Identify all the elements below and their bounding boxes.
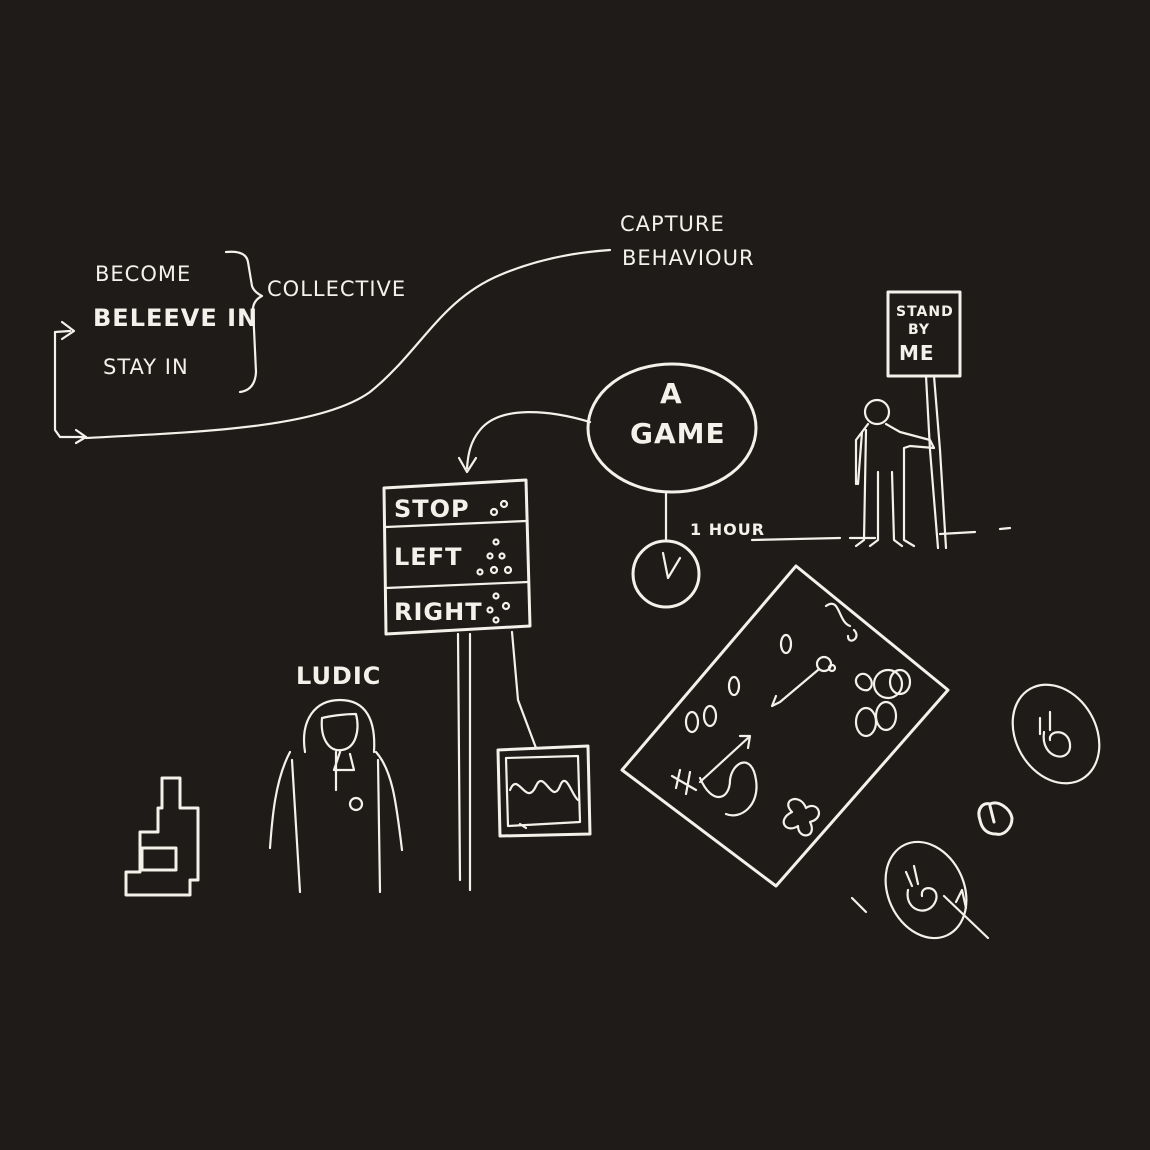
tetris-blocks xyxy=(126,778,198,895)
sign-word-by: BY xyxy=(908,322,930,338)
ludic-person-figure xyxy=(270,700,402,892)
word-believe-in: BELEEVE IN xyxy=(93,304,258,332)
scoreboard-right: RIGHT xyxy=(394,598,483,626)
score-dots-right xyxy=(488,594,510,623)
game-to-scoreboard-arrow xyxy=(467,412,590,468)
word-become: BECOME xyxy=(95,262,191,286)
clock-icon xyxy=(633,541,699,607)
word-behaviour: BEHAVIOUR xyxy=(622,246,755,270)
person-label-ludic: LUDIC xyxy=(296,662,381,690)
scoreboard-stop: STOP xyxy=(394,495,470,523)
scoreboard: STOP LEFT RIGHT xyxy=(384,480,536,890)
piece-token-large xyxy=(995,669,1116,799)
game-board xyxy=(622,566,948,886)
sign-pole xyxy=(926,376,946,548)
clock-hands xyxy=(663,553,680,578)
duration-label: 1 HOUR xyxy=(690,520,765,539)
sign-word-stand: STAND xyxy=(896,304,954,320)
timeline-dashes xyxy=(752,528,1010,540)
word-collective: COLLECTIVE xyxy=(267,277,406,301)
feedback-bracket xyxy=(55,331,86,437)
sign-word-me: ME xyxy=(899,341,935,365)
piece-token-bottom xyxy=(852,829,988,952)
score-dots-left xyxy=(478,540,512,575)
word-stay-in: STAY IN xyxy=(103,355,189,379)
scoreboard-left: LEFT xyxy=(394,543,462,571)
score-dots-stop xyxy=(491,501,507,515)
monitor-screen xyxy=(498,746,590,836)
game-word-a: A xyxy=(660,377,683,410)
standing-person-figure xyxy=(856,400,934,546)
piece-token-small xyxy=(979,803,1012,834)
game-word-game: GAME xyxy=(630,417,726,450)
word-capture: CAPTURE xyxy=(620,212,725,236)
